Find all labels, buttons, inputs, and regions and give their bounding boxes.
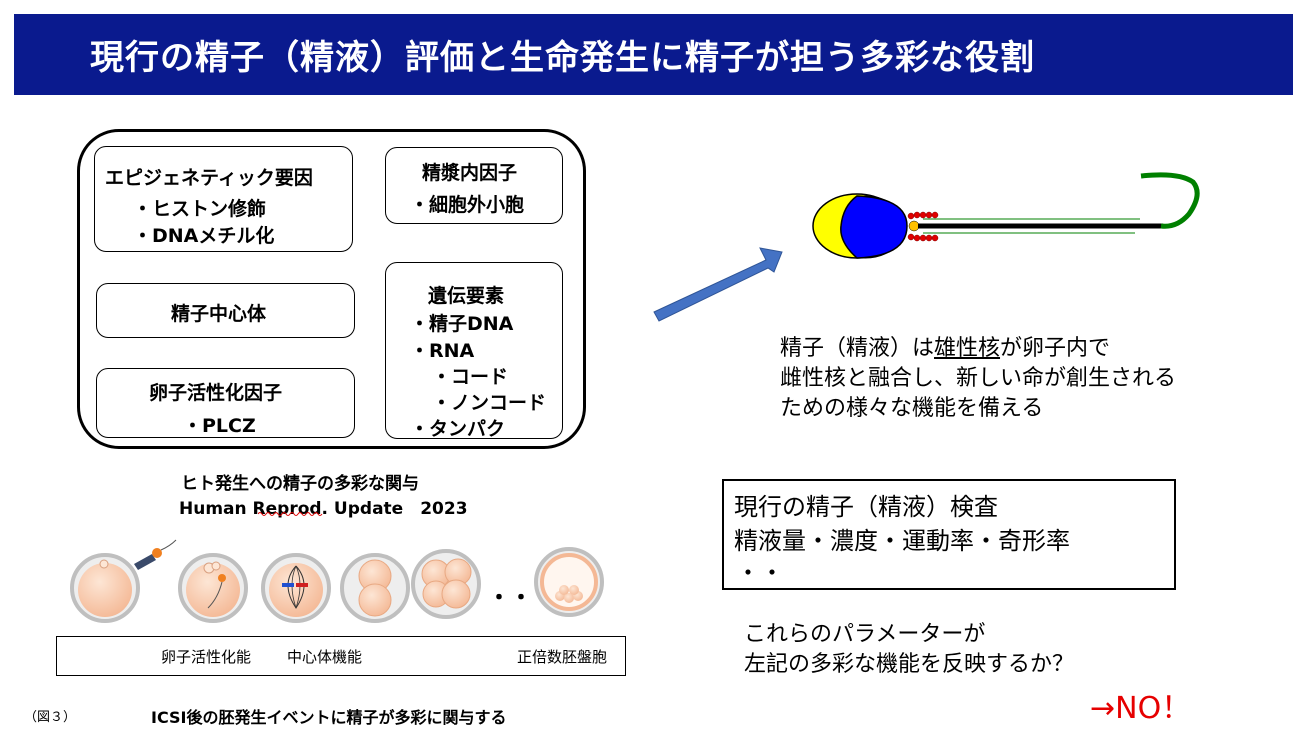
male-pronucleus-term: 雄性核 <box>934 336 1001 361</box>
two-cell-stage <box>340 553 410 623</box>
four-cell-stage <box>411 549 481 619</box>
oocyte-stage <box>70 539 177 623</box>
seminal-plasma-box: 精漿内因子 ・細胞外小胞 <box>385 147 563 224</box>
reference-line1: ヒト発生への精子の多彩な関与 <box>181 474 419 494</box>
spellcheck-underline <box>258 512 323 516</box>
sperm-desc-line2: 雌性核と融合し、新しい命が創生される <box>780 366 1177 391</box>
seminal-item: ・細胞外小胞 <box>410 194 525 216</box>
genetic-title: 遺伝要素 <box>428 285 505 307</box>
centrosome-box: 精子中心体 <box>96 283 355 338</box>
genetic-item: ・精子DNA <box>410 313 514 335</box>
stage-label: 正倍数胚盤胞 <box>517 648 608 666</box>
exam-items: 精液量・濃度・運動率・奇形率 <box>734 527 1070 555</box>
title-bar <box>14 14 1293 95</box>
stages-ellipsis: ・・ <box>488 586 533 611</box>
sperm-desc-line1: 精子（精液）は雄性核が卵子内で <box>780 336 1111 361</box>
answer-no: →NO！ <box>1090 691 1192 726</box>
oocyte-activation-title: 卵子活性化因子 <box>149 382 283 404</box>
genetic-item: ・RNA <box>410 340 475 362</box>
epigenetic-item: ・ヒストン修飾 <box>133 198 267 220</box>
arrow-icon <box>653 247 783 322</box>
current-exam-box: 現行の精子（精液）検査 精液量・濃度・運動率・奇形率 ・・ <box>722 479 1176 590</box>
bottom-caption: ICSI後の胚発生イベントに精子が多彩に関与する <box>151 708 507 727</box>
centrosome-title: 精子中心体 <box>171 303 267 325</box>
exam-title: 現行の精子（精液）検査 <box>734 493 998 521</box>
epigenetic-item: ・DNAメチル化 <box>133 225 275 247</box>
figure-label: （図３） <box>24 710 77 725</box>
stage-label: 中心体機能 <box>287 648 363 666</box>
genetic-item: ・ノンコード <box>432 392 547 414</box>
embryo-stages-illustration <box>70 539 604 623</box>
genetic-item: ・コード <box>432 366 509 388</box>
oocyte-activation-item: ・PLCZ <box>183 415 256 437</box>
oocyte-activation-box: 卵子活性化因子 ・PLCZ <box>96 368 355 438</box>
blastocyst-stage <box>534 547 604 617</box>
sperm-factors-frame <box>77 129 586 449</box>
reference-line2: Human Reprod. Update 2023 <box>179 499 468 519</box>
exam-more: ・・ <box>736 559 784 587</box>
spindle-stage <box>261 553 331 623</box>
question-line1: これらのパラメーターが <box>744 622 986 647</box>
activation-stage <box>178 553 248 623</box>
sperm-desc-line3: ための様々な機能を備える <box>780 396 1044 421</box>
genetic-box: 遺伝要素 ・精子DNA ・RNA ・コード ・ノンコード ・タンパク <box>385 262 563 440</box>
seminal-title: 精漿内因子 <box>422 162 518 184</box>
page-title: 現行の精子（精液）評価と生命発生に精子が担う多彩な役割 <box>90 38 1035 78</box>
sperm-illustration <box>812 172 1200 259</box>
epigenetic-title: エピジェネティック要因 <box>105 167 313 189</box>
stage-labels-box <box>56 636 626 676</box>
epigenetic-box: エピジェネティック要因 ・ヒストン修飾 ・DNAメチル化 <box>94 146 353 252</box>
question-line2: 左記の多彩な機能を反映するか？ <box>744 652 1075 677</box>
stage-label: 卵子活性化能 <box>161 648 252 666</box>
genetic-item: ・タンパク <box>410 418 506 440</box>
